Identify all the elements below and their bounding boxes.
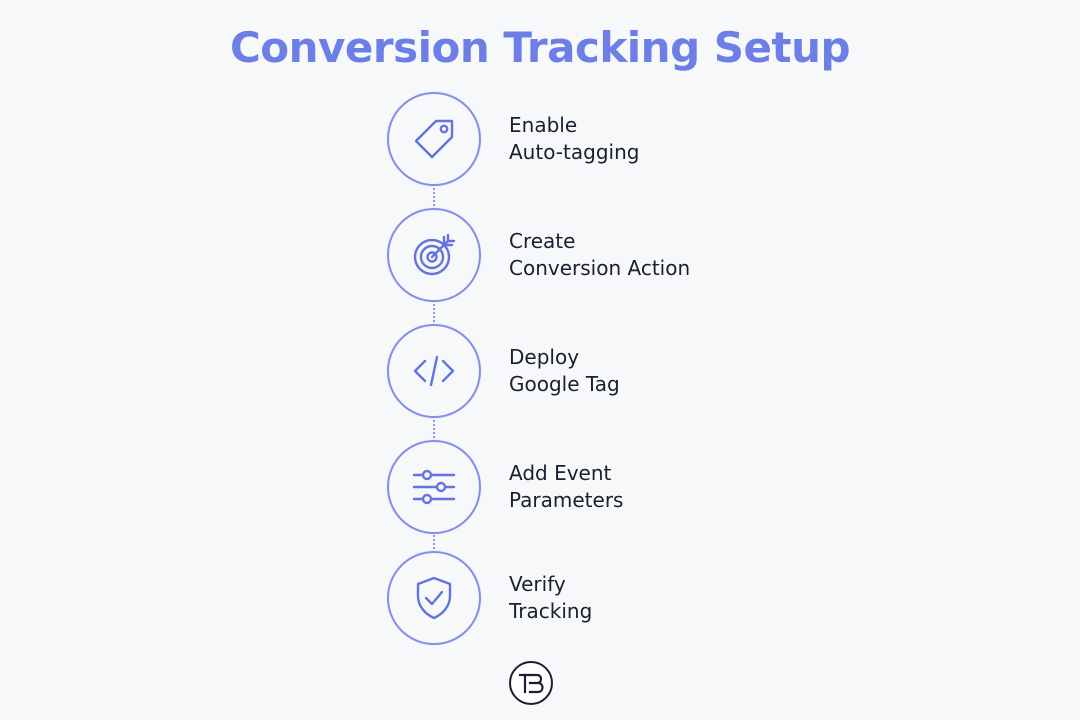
step-verify-tracking: Verify Tracking bbox=[387, 551, 887, 645]
step-label: Create Conversion Action bbox=[509, 228, 869, 282]
step-icon-circle bbox=[387, 440, 481, 534]
connector-line bbox=[433, 531, 435, 553]
step-label: Add Event Parameters bbox=[509, 460, 869, 514]
step-label-line: Deploy bbox=[509, 345, 580, 369]
step-icon-circle bbox=[387, 551, 481, 645]
code-icon bbox=[413, 355, 455, 387]
tag-icon bbox=[414, 119, 454, 159]
step-label-line: Tracking bbox=[509, 599, 593, 623]
step-label: Verify Tracking bbox=[509, 571, 869, 625]
connector-line bbox=[433, 184, 435, 206]
step-add-event-parameters: Add Event Parameters bbox=[387, 440, 887, 534]
shield-check-icon bbox=[416, 576, 452, 620]
page-title: Conversion Tracking Setup bbox=[229, 23, 851, 72]
step-label-line: Verify bbox=[509, 572, 566, 596]
step-label-line: Parameters bbox=[509, 488, 624, 512]
step-label-line: Enable bbox=[509, 113, 578, 137]
step-icon-circle bbox=[387, 92, 481, 186]
step-label: Enable Auto-tagging bbox=[509, 112, 869, 166]
tb-logo-icon bbox=[509, 661, 553, 705]
step-label-line: Google Tag bbox=[509, 372, 620, 396]
step-label: Deploy Google Tag bbox=[509, 344, 869, 398]
step-deploy-google-tag: Deploy Google Tag bbox=[387, 324, 887, 418]
sliders-icon bbox=[412, 469, 456, 505]
step-label-line: Create bbox=[509, 229, 576, 253]
step-icon-circle bbox=[387, 324, 481, 418]
step-enable-auto-tagging: Enable Auto-tagging bbox=[387, 92, 887, 186]
connector-line bbox=[433, 300, 435, 322]
step-label-line: Conversion Action bbox=[509, 256, 691, 280]
step-create-conversion-action: Create Conversion Action bbox=[387, 208, 887, 302]
connector-line bbox=[433, 416, 435, 438]
step-icon-circle bbox=[387, 208, 481, 302]
step-label-line: Add Event bbox=[509, 461, 612, 485]
step-label-line: Auto-tagging bbox=[509, 140, 640, 164]
target-icon bbox=[413, 233, 456, 276]
